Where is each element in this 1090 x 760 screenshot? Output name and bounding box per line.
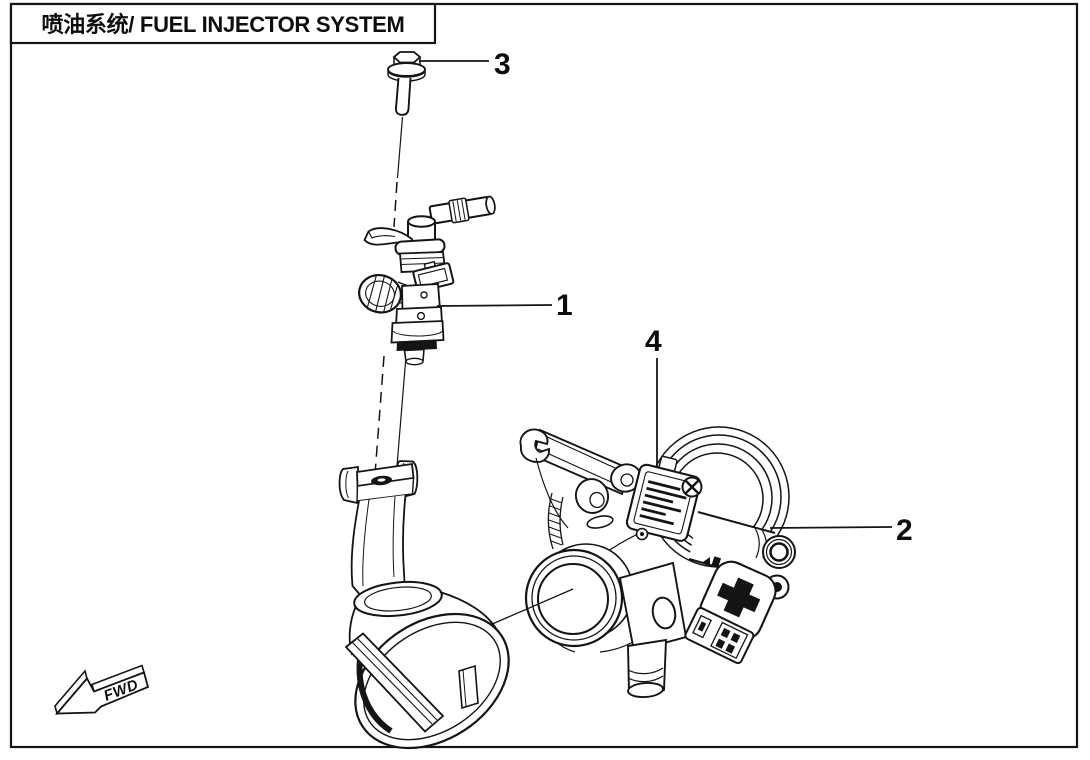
callout-4-label: 4 (645, 325, 662, 358)
callout-3-label: 3 (494, 48, 511, 81)
phillips-screw-icon (684, 479, 700, 495)
callout-2: 2 (769, 514, 913, 547)
assembly-axis-line (373, 116, 407, 482)
callout-4: 4 (645, 325, 662, 467)
fwd-arrow-body (54, 671, 150, 715)
throttle-body-drawing (519, 426, 796, 699)
outlet-pipe (688, 511, 796, 580)
callout-1-label: 1 (556, 289, 573, 322)
callout-1-leader (436, 304, 553, 307)
callout-3: 3 (419, 48, 511, 81)
flange-bolt-drawing (387, 51, 426, 116)
intake-manifold-drawing (338, 460, 510, 750)
bracket-hook (519, 428, 551, 463)
fuel-injector-drawing (358, 195, 496, 366)
title-box-frame (9, 2, 437, 45)
callout-2-leader (769, 526, 893, 529)
tps-connector (684, 556, 790, 665)
page-border (9, 2, 1079, 749)
alignment-line (489, 588, 574, 626)
title-box: 喷油系统/ FUEL INJECTOR SYSTEM (9, 2, 437, 45)
callout-1: 1 (436, 289, 573, 322)
map-sensor (625, 455, 703, 542)
callout-2-label: 2 (896, 514, 913, 547)
page-title: 喷油系统/ FUEL INJECTOR SYSTEM (42, 12, 405, 37)
